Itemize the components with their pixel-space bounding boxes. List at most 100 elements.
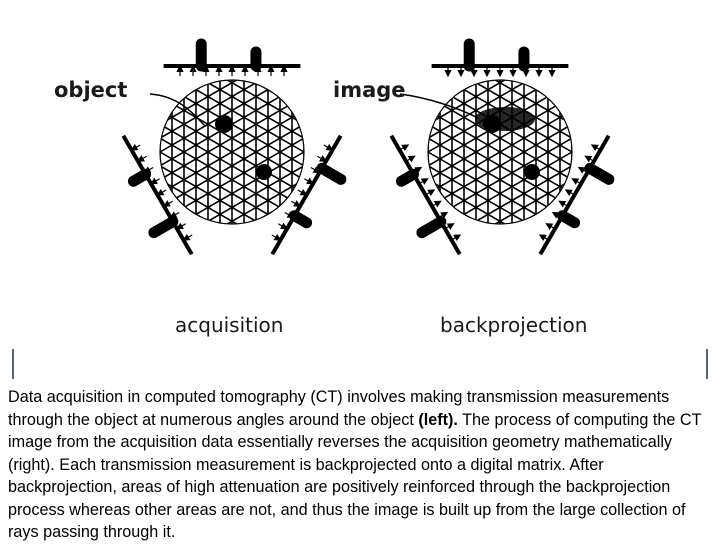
- figure-caption: Data acquisition in computed tomography …: [8, 386, 714, 544]
- acq-ray-arrow: [323, 143, 334, 151]
- back-ray-arrow: [451, 234, 462, 242]
- back-ray-arrow: [431, 200, 442, 208]
- acq-ray-arrows: [176, 64, 288, 76]
- back-grid-line: [436, 135, 572, 224]
- acq-ray-arrow: [143, 166, 154, 174]
- acq-detector-block: [316, 162, 347, 185]
- acq-dense-region: [256, 164, 272, 180]
- acq-ray-arrow: [175, 222, 186, 230]
- back-detector-block: [395, 168, 420, 187]
- back-ray-arrow: [564, 189, 575, 197]
- acq-ray-arrow: [310, 166, 321, 174]
- back-grid-line: [428, 135, 564, 224]
- caption-text-2: The process of computing the CT image fr…: [8, 410, 702, 542]
- back-grid-line: [448, 156, 572, 224]
- back-ray-arrow: [538, 234, 549, 242]
- back-ray-arrow: [444, 223, 455, 230]
- back-ray-arrows: [399, 144, 462, 242]
- acq-detector-block: [289, 210, 313, 229]
- acq-ray-arrow: [162, 200, 173, 207]
- ct-diagram-figure: object image acquisition backprojection: [54, 38, 615, 337]
- acq-grid-line: [160, 80, 296, 169]
- acq-ray-arrow: [291, 200, 302, 207]
- left-divider-bar: [12, 349, 14, 379]
- back-ray-arrow: [405, 155, 416, 163]
- acq-ray-arrow: [278, 222, 289, 230]
- back-ray-arrow: [584, 155, 595, 163]
- back-detector-block: [584, 162, 615, 185]
- acq-grid-line: [192, 80, 304, 127]
- back-grid-line: [460, 177, 572, 224]
- acq-ray-arrow: [169, 211, 180, 219]
- back-grid-line: [428, 156, 552, 224]
- right-divider-bar: [706, 349, 708, 379]
- acq-grid-line: [180, 156, 304, 224]
- back-grid-line: [442, 146, 572, 224]
- back-ray-arrow: [438, 211, 449, 219]
- label-acquisition: acquisition: [175, 313, 284, 337]
- acq-ray-arrow: [182, 233, 193, 241]
- acq-panel: [121, 38, 347, 256]
- acq-ray-arrow: [317, 155, 328, 162]
- acq-grid-line: [180, 80, 304, 148]
- label-object: object: [54, 78, 128, 102]
- acq-ray-arrow: [297, 188, 308, 196]
- caption-emphasis-left: (left).: [418, 410, 458, 429]
- back-ray-arrow: [558, 200, 569, 208]
- back-ray-arrow: [577, 166, 588, 174]
- acq-ray-arrow: [156, 188, 167, 196]
- back-ray-arrow: [412, 166, 423, 174]
- back-ray-arrow: [399, 144, 410, 152]
- back-ray-arrow: [590, 144, 601, 152]
- acq-grid-line: [160, 94, 304, 190]
- acq-grid-line: [160, 114, 304, 210]
- back-ray-arrow: [571, 178, 582, 185]
- back-detector-block: [557, 210, 581, 229]
- back-grid-line: [428, 177, 540, 224]
- acq-grid-line: [160, 80, 284, 148]
- acq-grid-line: [160, 104, 304, 200]
- back-grid-line: [428, 80, 552, 148]
- acq-ray-arrow: [284, 211, 295, 219]
- back-grid-line: [448, 80, 572, 148]
- acq-grid-line: [160, 156, 284, 224]
- back-detector-bar: [389, 134, 462, 256]
- back-grid-line: [428, 80, 558, 158]
- acq-grid-line: [160, 135, 296, 224]
- acq-detector-block: [148, 216, 179, 239]
- back-ray-arrow: [545, 223, 556, 230]
- acq-dense-region: [215, 115, 233, 133]
- back-panel: [389, 38, 615, 256]
- back-grid-line: [428, 114, 572, 210]
- acq-grid-line: [168, 135, 304, 224]
- object-pointer-line: [149, 93, 206, 127]
- back-detector-block: [416, 216, 447, 239]
- back-outline: [427, 79, 573, 225]
- back-grid-line: [428, 94, 572, 190]
- acq-grid-line: [192, 177, 304, 224]
- acq-ray-arrow: [149, 177, 160, 185]
- image-pointer-line: [399, 93, 479, 119]
- caption-text-1: Data acquisition in computed tomography …: [8, 388, 670, 429]
- back-ray-arrows: [538, 144, 601, 242]
- acq-detector-block: [127, 168, 152, 187]
- acq-ray-arrows: [271, 143, 334, 241]
- acq-grid-line: [174, 146, 304, 224]
- back-ray-arrows: [444, 66, 556, 78]
- back-ray-arrow: [425, 189, 436, 197]
- label-backprojection: backprojection: [440, 313, 588, 337]
- acq-outline: [159, 79, 305, 225]
- acq-grid-line: [162, 125, 304, 221]
- back-ray-arrow: [418, 178, 429, 185]
- acq-ray-arrows: [130, 143, 193, 241]
- back-dense-region: [524, 164, 540, 180]
- acq-grid-line: [160, 80, 290, 158]
- acq-ray-arrow: [136, 155, 147, 162]
- back-ray-arrow: [551, 211, 562, 219]
- acq-grid-line: [168, 80, 304, 169]
- label-image: image: [333, 78, 406, 102]
- acq-grid-line: [160, 177, 272, 224]
- back-grid-line: [430, 125, 572, 221]
- back-grid-line: [428, 104, 572, 200]
- acq-ray-arrow: [130, 143, 141, 151]
